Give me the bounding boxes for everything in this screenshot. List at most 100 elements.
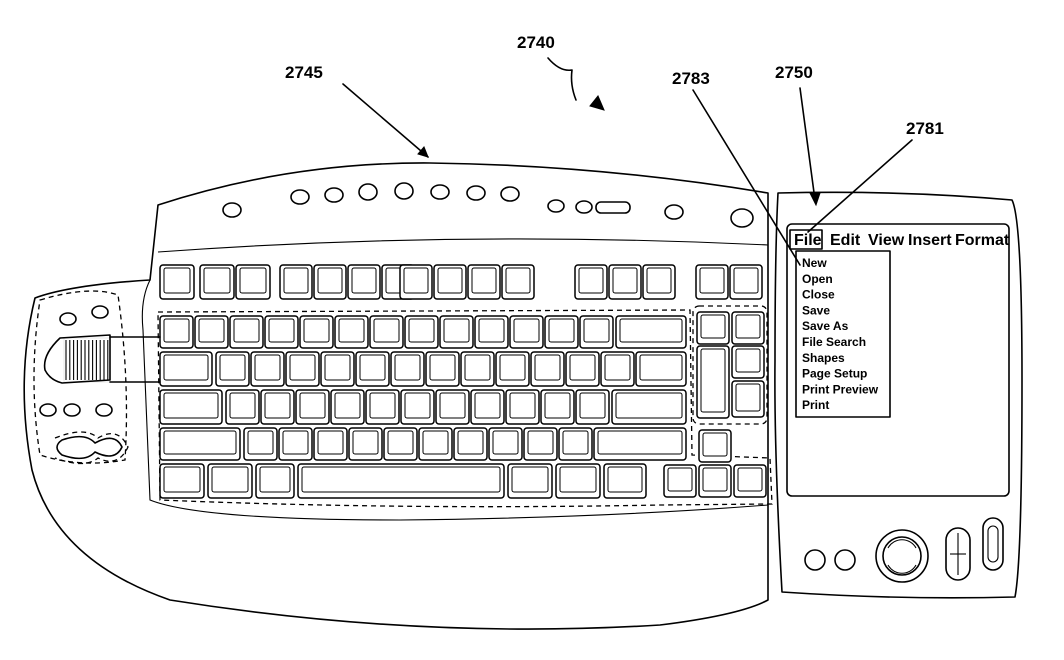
key [663, 464, 697, 498]
key [593, 427, 687, 461]
key [194, 315, 229, 349]
key [611, 389, 687, 425]
leader-2745 [342, 83, 429, 158]
key [159, 427, 241, 461]
key [355, 351, 390, 387]
key [215, 351, 250, 387]
key [530, 351, 565, 387]
key [313, 427, 348, 461]
key [460, 351, 495, 387]
left-control-zone [33, 290, 128, 464]
key [404, 315, 439, 349]
file-menu-highlight [789, 229, 823, 250]
menu-file: File [794, 232, 822, 249]
key [579, 315, 614, 349]
leader-2740 [547, 57, 577, 101]
key [488, 427, 523, 461]
key [467, 264, 501, 300]
key [495, 351, 530, 387]
file-dropdown [795, 250, 891, 418]
menu-item-save-as: Save As [802, 319, 849, 333]
key [696, 345, 730, 419]
menu-item-new: New [802, 256, 827, 270]
key [435, 389, 470, 425]
ref-2750: 2750 [775, 63, 813, 82]
menu-item-print: Print [802, 398, 829, 412]
key [507, 463, 553, 499]
leader-2750 [799, 87, 816, 201]
key [733, 464, 767, 498]
key [365, 389, 400, 425]
key [235, 264, 271, 300]
key [731, 311, 765, 345]
nav-key-zone [692, 305, 768, 425]
top-panel-line [157, 238, 769, 253]
keyboard-outline [23, 162, 769, 630]
key [698, 429, 732, 463]
key [731, 345, 765, 379]
key [565, 351, 600, 387]
key [229, 315, 264, 349]
key [330, 389, 365, 425]
key [369, 315, 404, 349]
key [159, 463, 205, 499]
arrow-2740 [589, 95, 605, 111]
key [695, 264, 729, 300]
ref-2783: 2783 [672, 69, 710, 88]
key [400, 389, 435, 425]
key [390, 351, 425, 387]
menu-item-save: Save [802, 303, 830, 317]
key [313, 264, 347, 300]
key [320, 351, 355, 387]
menu-view: View [868, 232, 905, 249]
display-screen [786, 223, 1010, 497]
key [558, 427, 593, 461]
leader-2781 [807, 139, 913, 233]
key [399, 264, 433, 300]
key [544, 315, 579, 349]
scroll-wheel [43, 334, 161, 384]
key [199, 264, 235, 300]
key [574, 264, 608, 300]
menu-insert: Insert [908, 232, 952, 249]
key [207, 463, 253, 499]
key [159, 315, 194, 349]
key [264, 315, 299, 349]
main-key-zone [157, 309, 773, 508]
key [615, 315, 687, 349]
keyboard-inner-ridge [141, 279, 769, 521]
main-keys [159, 311, 767, 499]
key [347, 264, 381, 300]
menu-item-page-setup: Page Setup [802, 367, 867, 381]
key [285, 351, 320, 387]
key [555, 463, 601, 499]
key [433, 264, 467, 300]
key [439, 315, 474, 349]
ref-2745: 2745 [285, 63, 323, 82]
key [696, 311, 730, 345]
key [474, 315, 509, 349]
menu-item-print-preview: Print Preview [802, 382, 879, 396]
key [334, 315, 369, 349]
menu-format: Format [955, 232, 1010, 249]
key [731, 380, 765, 418]
menu-edit: Edit [830, 232, 861, 249]
key [243, 427, 278, 461]
key [729, 264, 763, 300]
display-unit-outline [774, 191, 1023, 599]
spacebar [297, 463, 505, 499]
menu-item-file-search: File Search [802, 335, 866, 349]
key [505, 389, 540, 425]
key [540, 389, 575, 425]
key [635, 351, 687, 387]
function-key-row [159, 264, 763, 300]
key [600, 351, 635, 387]
key [418, 427, 453, 461]
menu-item-close: Close [802, 288, 835, 302]
key [698, 464, 732, 498]
left-controls [39, 305, 129, 465]
key [608, 264, 642, 300]
